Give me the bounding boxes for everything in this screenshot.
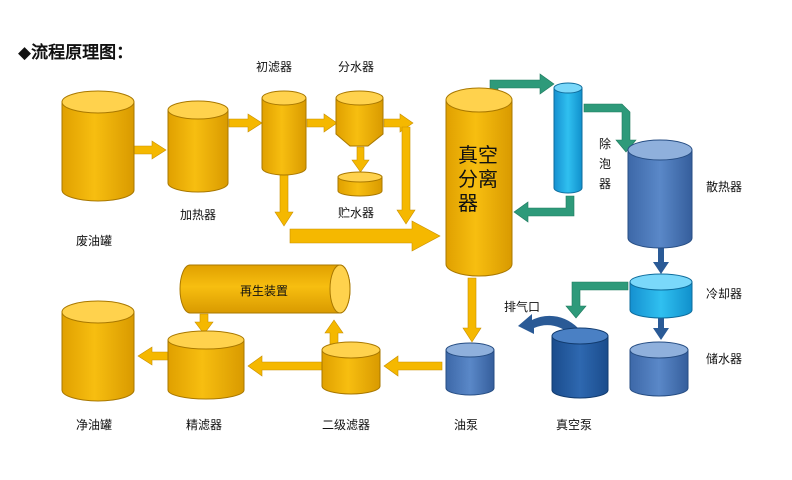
regenerator	[179, 264, 351, 314]
arrow-regen-to-fine	[194, 313, 214, 335]
label-exhaust: 排气口	[504, 300, 541, 314]
water-tank	[629, 341, 689, 397]
label-fine-filter: 精滤器	[186, 418, 223, 432]
radiator	[627, 139, 693, 249]
cooler	[629, 273, 693, 319]
arrow-separator-to-oilpump	[462, 277, 482, 343]
arrow-cooler-to-vacuumpump	[565, 281, 629, 319]
label-water-separator: 分水器	[338, 60, 375, 74]
arrow-secondary-to-regen	[324, 319, 344, 345]
flow-arrows-yellow	[133, 113, 482, 377]
arrow-exhaust	[518, 314, 578, 336]
waste-oil-tank	[61, 90, 135, 202]
arrow-separator-to-store	[351, 146, 370, 173]
label-secondary-filter: 二级滤器	[322, 418, 371, 432]
oil-pump	[445, 342, 495, 396]
equipment-yellow	[61, 87, 513, 402]
label-vacuum-separator-1: 真空	[458, 143, 498, 167]
label-waste-tank: 废油罐	[76, 234, 113, 248]
label-cooler: 冷却器	[706, 287, 743, 301]
arrow-into-vacuum-separator	[289, 220, 441, 252]
label-clean-tank: 净油罐	[76, 418, 113, 432]
label-radiator: 散热器	[706, 180, 743, 194]
arrow-defoamer-to-separator	[513, 195, 575, 223]
label-vacuum-separator-3: 器	[458, 191, 478, 215]
clean-oil-tank	[61, 300, 135, 402]
arrow-cooler-to-watertank	[653, 312, 669, 340]
arrow-tank-to-heater	[133, 140, 167, 160]
label-regenerator: 再生装置	[240, 284, 289, 298]
label-heater: 加热器	[180, 208, 217, 222]
label-vacuum-separator-2: 分离	[458, 167, 498, 191]
vacuum-separator	[445, 87, 513, 277]
diagram-title: ◆流程原理图：	[18, 43, 134, 63]
label-water-tank: 储水器	[706, 352, 743, 366]
label-water-store: 贮水器	[338, 206, 375, 220]
pre-filter	[261, 90, 307, 176]
vacuum-pump	[551, 327, 609, 399]
label-pre-filter: 初滤器	[256, 60, 293, 74]
heater	[167, 100, 229, 193]
arrow-oilpump-to-secondary	[383, 355, 443, 377]
arrow-separator-down	[396, 126, 416, 225]
arrow-prefilter-to-separator	[306, 113, 338, 133]
arrow-radiator-to-cooler	[653, 246, 669, 274]
arrow-prefilter-down	[274, 169, 294, 227]
label-oil-pump: 油泵	[454, 418, 479, 432]
label-vacuum-pump: 真空泵	[556, 418, 593, 432]
fine-filter	[167, 330, 245, 400]
arrow-secondary-to-fine	[247, 355, 323, 377]
water-separator	[335, 90, 384, 147]
secondary-filter	[321, 341, 381, 395]
equipment-blue	[445, 82, 693, 399]
water-storage	[337, 171, 383, 197]
flow-arrows-blue	[518, 246, 669, 340]
defoamer	[553, 82, 583, 194]
label-defoamer: 除泡器	[598, 137, 611, 191]
arrow-fine-to-clean	[137, 346, 169, 366]
arrow-defoamer-to-radiator	[583, 103, 637, 153]
arrow-heater-to-prefilter	[228, 113, 263, 133]
